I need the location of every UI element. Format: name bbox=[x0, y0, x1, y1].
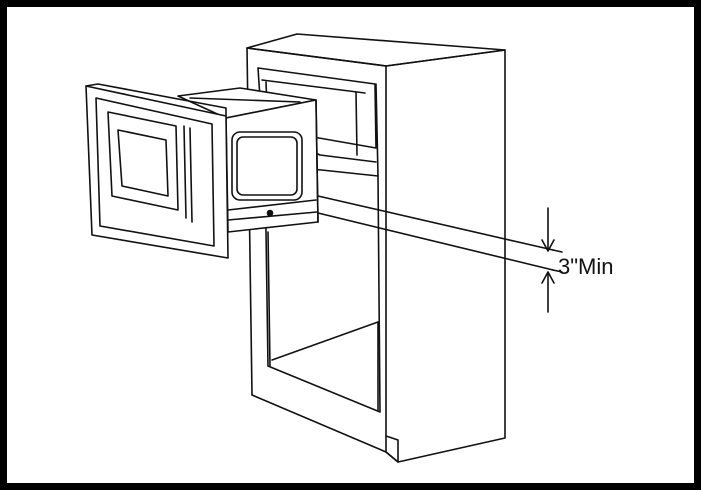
dimension-arrows bbox=[541, 207, 555, 313]
clearance-dimension-label: 3"Min bbox=[558, 254, 614, 279]
microwave-body bbox=[177, 87, 319, 233]
trim-kit-frame bbox=[85, 83, 229, 259]
clearance-lines bbox=[317, 195, 563, 273]
